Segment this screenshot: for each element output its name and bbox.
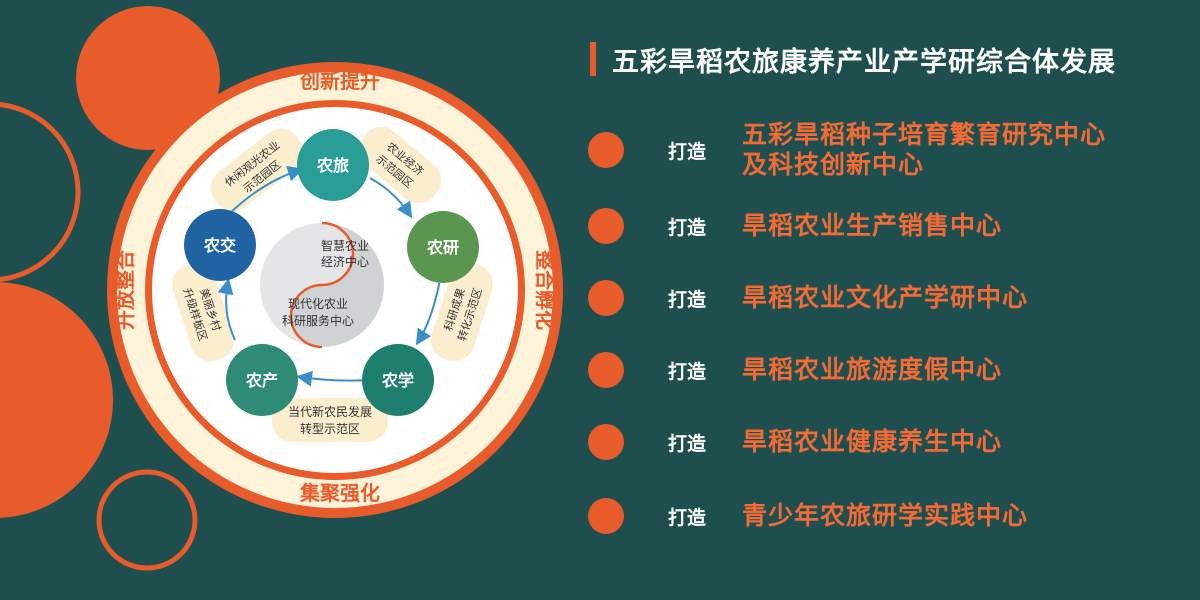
ring-label-left: 开放整合 <box>113 249 137 330</box>
node-nongjiao-label: 农交 <box>203 236 236 255</box>
bullet-dot <box>588 352 624 388</box>
bullet-dot <box>588 132 624 168</box>
node-nongchan: 农产 <box>226 344 298 416</box>
list-item-text: 旱稻农业健康养生中心 <box>742 427 1003 456</box>
list-item-6: 打造 青少年农旅研学实践中心 <box>588 498 1188 534</box>
list-item-prefix: 打造 <box>668 216 707 239</box>
list-item-2: 打造 旱稻农业生产销售中心 <box>588 208 1188 244</box>
deco-circle-left <box>0 282 113 518</box>
list-item-prefix: 打造 <box>668 360 707 383</box>
node-nongjiao: 农交 <box>184 209 256 281</box>
badge-bottom-line1: 当代新农民发展 <box>288 404 372 419</box>
list-item-5: 打造 旱稻农业健康养生中心 <box>588 424 1188 460</box>
deco-ring-bottom <box>96 469 198 571</box>
bullet-dot <box>588 498 624 534</box>
node-nongxue: 农学 <box>362 344 434 416</box>
ring-label-bottom: 集聚强化 <box>299 481 380 505</box>
list-item-prefix: 打造 <box>668 140 707 163</box>
center-bottom-line2: 科研服务中心 <box>282 313 354 328</box>
list-item-4: 打造 旱稻农业旅游度假中心 <box>588 352 1188 388</box>
list-item-text-line1: 五彩旱稻种子培育繁育研究中心 <box>742 120 1107 149</box>
ring-label-right: 整合孵化 <box>533 249 557 330</box>
bullet-dot <box>588 208 624 244</box>
list-item-text: 五彩旱稻种子培育繁育研究中心 及科技创新中心 <box>742 120 1106 180</box>
title-accent-bar <box>590 42 596 76</box>
node-nonglv-label: 农旅 <box>316 156 349 175</box>
center-top-line1: 智慧农业 <box>321 238 369 253</box>
node-nongchan-label: 农产 <box>245 371 278 390</box>
badge-bottom: 当代新农民发展 转型示范区 <box>272 398 388 442</box>
node-nongyan: 农研 <box>407 211 479 283</box>
page-title: 五彩旱稻农旅康养产业产学研综合体发展 <box>612 47 1116 78</box>
cycle-arrows <box>217 165 441 387</box>
badge-left: 美丽乡村 升级样板区 <box>171 262 235 362</box>
list-item-text: 青少年农旅研学实践中心 <box>742 501 1029 530</box>
list-item-text: 旱稻农业生产销售中心 <box>742 211 1003 240</box>
list-item-1: 打造 五彩旱稻种子培育繁育研究中心 及科技创新中心 <box>588 120 1188 180</box>
list-item-text: 旱稻农业文化产学研中心 <box>742 283 1029 312</box>
bullet-dot <box>588 424 624 460</box>
center-yinyang: 智慧农业 经济中心 现代化农业 科研服务中心 <box>260 221 384 349</box>
list-item-prefix: 打造 <box>668 288 707 311</box>
badge-bottom-line2: 转型示范区 <box>300 421 360 436</box>
list-item-prefix: 打造 <box>668 432 707 455</box>
node-nongxue-label: 农学 <box>381 371 414 390</box>
list-item-3: 打造 旱稻农业文化产学研中心 <box>588 280 1188 316</box>
list-item-text-line2: 及科技创新中心 <box>742 150 925 179</box>
center-top-line2: 经济中心 <box>321 254 369 269</box>
list-item-text: 旱稻农业旅游度假中心 <box>742 355 1003 384</box>
badge-upper-right: 农业经济 示范园区 <box>358 126 442 204</box>
center-bottom-line1: 现代化农业 <box>288 297 348 311</box>
bullet-dot <box>588 280 624 316</box>
deco-circle-top <box>76 6 220 150</box>
list-item-prefix: 打造 <box>668 506 707 529</box>
ring-label-top: 创新提升 <box>299 69 380 93</box>
node-nonglv: 农旅 <box>297 129 369 201</box>
node-nongyan-label: 农研 <box>426 238 459 257</box>
deco-ring-left <box>0 102 81 282</box>
